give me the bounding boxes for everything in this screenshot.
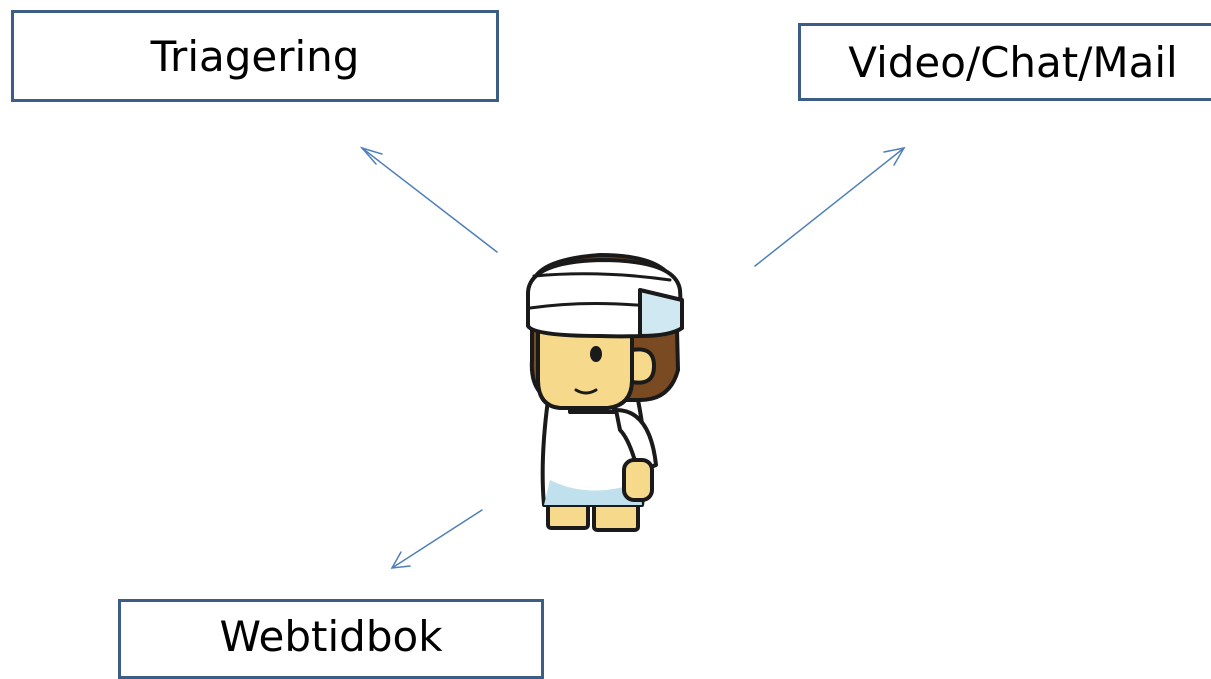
patient-character-icon <box>526 253 684 532</box>
triagering-box: Triagering <box>11 10 499 102</box>
arrows-layer <box>359 146 906 569</box>
triagering-label: Triagering <box>150 31 360 81</box>
webtidbok-box: Webtidbok <box>118 599 544 679</box>
arrow-to-webtidbok <box>390 509 483 569</box>
video-chat-mail-box: Video/Chat/Mail <box>798 23 1211 101</box>
webtidbok-label: Webtidbok <box>219 612 443 661</box>
arrow-to-triagering <box>359 146 498 253</box>
video-chat-mail-label: Video/Chat/Mail <box>848 37 1178 87</box>
arrow-to-video-chat-mail <box>754 146 906 267</box>
